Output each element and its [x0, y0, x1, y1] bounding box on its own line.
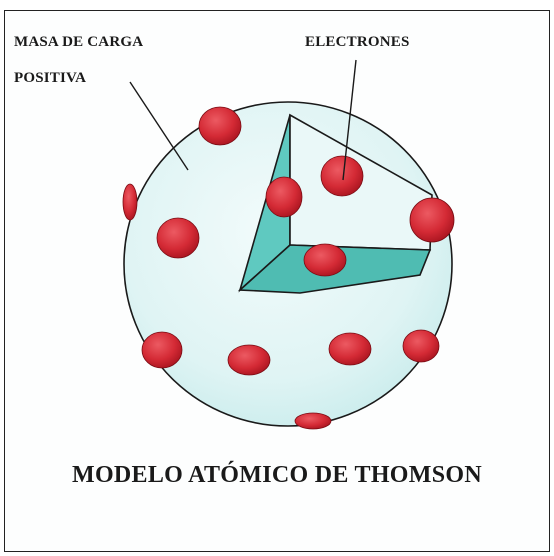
electron	[265, 176, 303, 218]
mass-label-line1: MASA DE CARGA	[14, 34, 144, 50]
electron	[303, 243, 347, 277]
mass-leader-line	[129, 81, 189, 171]
electron	[320, 155, 364, 197]
figure-title: MODELO ATÓMICO DE THOMSON	[72, 462, 482, 488]
electron	[402, 329, 440, 363]
electrons-label: ELECTRONES	[305, 34, 410, 50]
electron	[328, 332, 372, 366]
electron	[198, 106, 242, 146]
electron	[122, 183, 138, 221]
electron	[227, 344, 271, 376]
electrons	[122, 106, 455, 430]
electron	[409, 197, 455, 243]
electron	[156, 217, 200, 259]
electron	[141, 331, 183, 369]
electron	[294, 412, 332, 430]
mass-label-line2: POSITIVA	[14, 70, 87, 86]
electrons-leader-line	[342, 59, 357, 181]
